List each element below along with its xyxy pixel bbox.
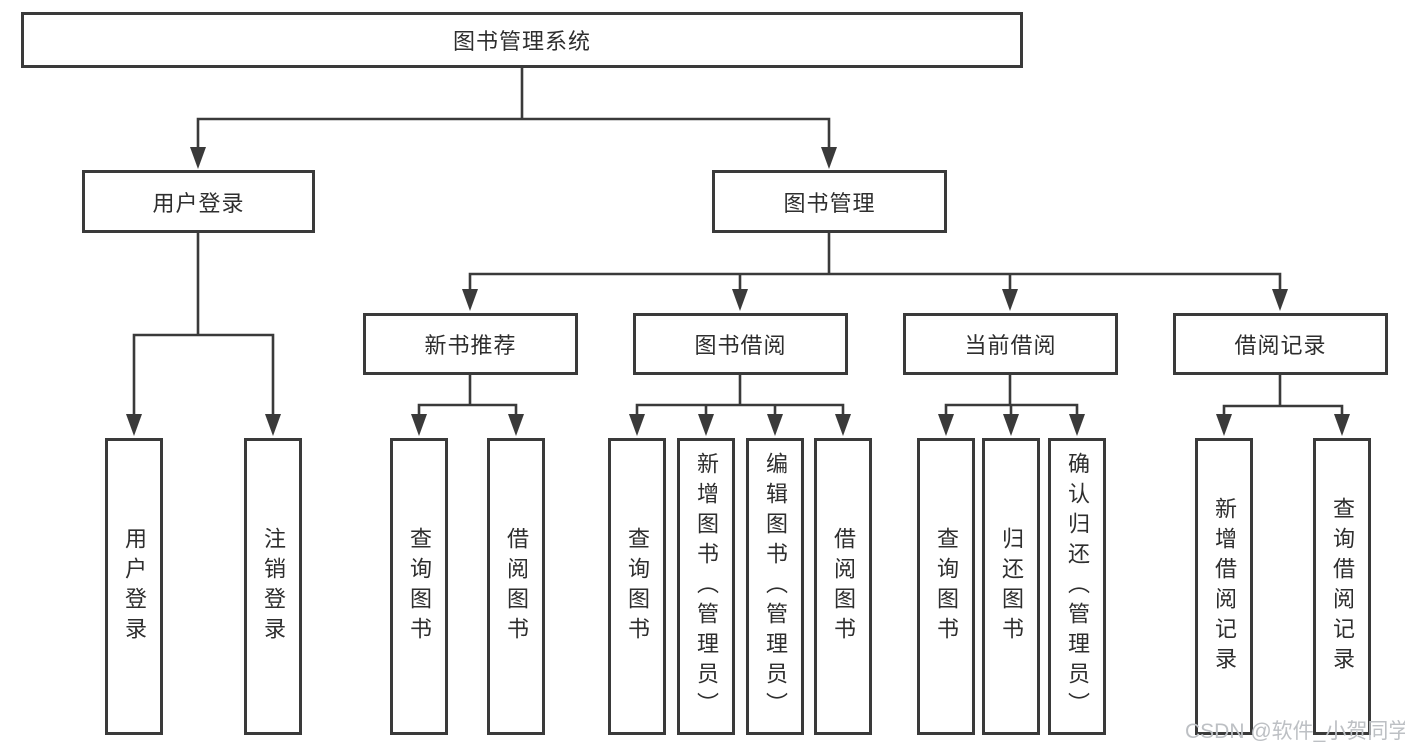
node-book-borrow: 图书借阅 <box>633 313 848 375</box>
leaf-edit-book-admin: 编辑图书（管理员） <box>746 438 804 735</box>
leaf-confirm-return-admin: 确认归还（管理员） <box>1048 438 1106 735</box>
leaf-add-borrow-record: 新增借阅记录 <box>1195 438 1253 735</box>
node-borrow-records: 借阅记录 <box>1173 313 1388 375</box>
arrowhead <box>1334 414 1350 436</box>
arrowhead <box>938 414 954 436</box>
leaf-add-book-admin: 新增图书（管理员） <box>677 438 735 735</box>
arrowhead <box>629 414 645 436</box>
leaf-query-borrow-record: 查询借阅记录 <box>1313 438 1371 735</box>
arrowhead <box>732 289 748 311</box>
node-current-borrow: 当前借阅 <box>903 313 1118 375</box>
csdn-watermark: CSDN @软件_小贺同学 <box>1185 720 1405 743</box>
leaf-borrow-books-recommend: 借阅图书 <box>487 438 545 735</box>
leaf-borrow-books: 借阅图书 <box>814 438 872 735</box>
node-library-management-system: 图书管理系统 <box>21 12 1023 68</box>
arrowhead <box>1003 414 1019 436</box>
arrowhead <box>767 414 783 436</box>
node-book-management: 图书管理 <box>712 170 947 233</box>
arrowhead <box>265 414 281 436</box>
leaf-logout: 注销登录 <box>244 438 302 735</box>
arrowhead <box>1002 289 1018 311</box>
arrowhead <box>411 414 427 436</box>
arrowhead <box>508 414 524 436</box>
leaf-return-book: 归还图书 <box>982 438 1040 735</box>
arrowhead <box>1069 414 1085 436</box>
connector-book-borrow <box>635 375 845 419</box>
arrowheads <box>126 147 1350 436</box>
arrowhead <box>1216 414 1232 436</box>
arrowhead <box>126 414 142 436</box>
arrowhead <box>462 289 478 311</box>
arrowhead <box>821 147 837 169</box>
connector-root <box>196 68 831 152</box>
arrowhead <box>698 414 714 436</box>
connector-current-borrow <box>944 375 1079 419</box>
leaf-user-login: 用户登录 <box>105 438 163 735</box>
node-new-book-recommend: 新书推荐 <box>363 313 578 375</box>
connector-user-login <box>132 233 275 419</box>
connector-new-book-recommend <box>417 375 518 419</box>
connector-borrow-records <box>1222 375 1344 419</box>
leaf-query-books-recommend: 查询图书 <box>390 438 448 735</box>
arrowhead <box>835 414 851 436</box>
leaf-query-books-borrow: 查询图书 <box>608 438 666 735</box>
connector-book-management <box>468 233 1282 294</box>
arrowhead <box>1272 289 1288 311</box>
arrowhead <box>190 147 206 169</box>
node-user-login: 用户登录 <box>82 170 315 233</box>
leaf-query-books-current: 查询图书 <box>917 438 975 735</box>
